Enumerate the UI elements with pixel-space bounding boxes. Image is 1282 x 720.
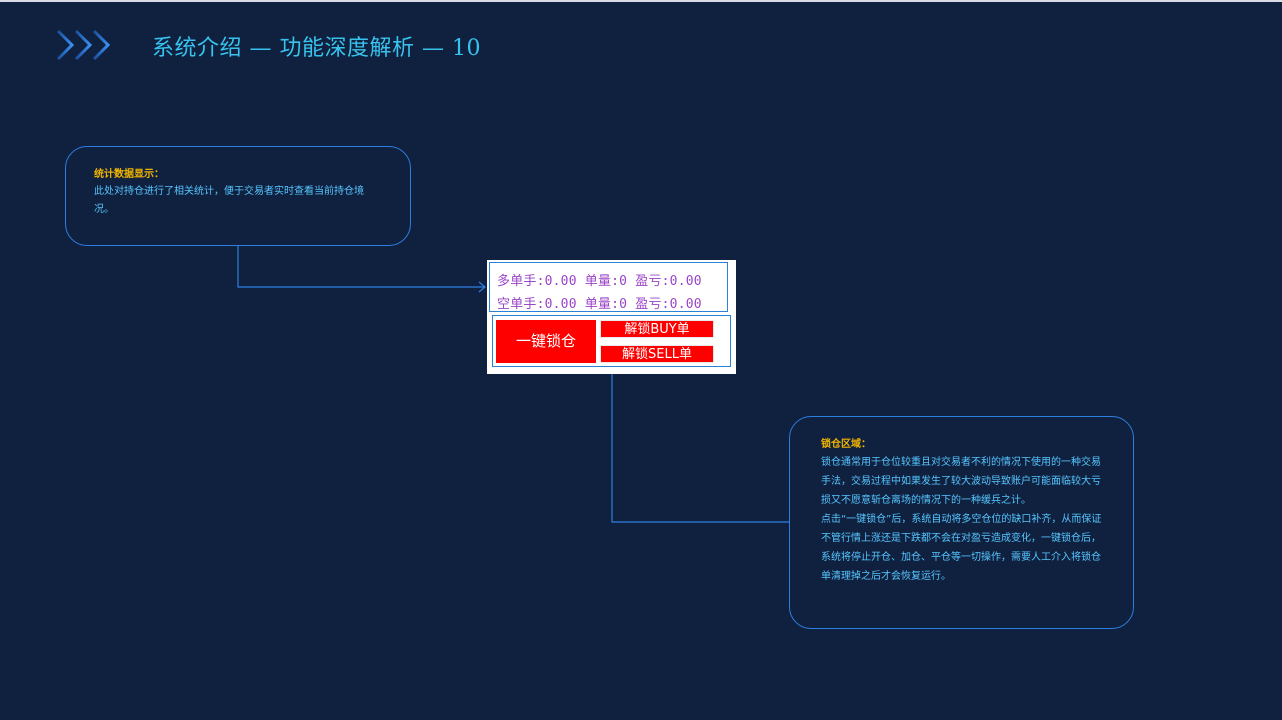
position-stats: 多单手:0.00 单量:0 盈亏:0.00 空单手:0.00 单量:0 盈亏:0… (489, 262, 728, 312)
slide-title: 系统介绍 — 功能深度解析 — 10 (152, 36, 481, 61)
stats-callout-body: 此处对持仓进行了相关统计，便于交易者实时查看当前持仓境况。 (94, 186, 364, 215)
long-position-stats: 多单手:0.00 单量:0 盈亏:0.00 (497, 274, 702, 289)
lock-callout-heading: 锁仓区域： (821, 439, 871, 450)
lock-area: 一键锁仓 解锁BUY单 解锁SELL单 (492, 315, 731, 367)
trading-panel: 多单手:0.00 单量:0 盈亏:0.00 空单手:0.00 单量:0 盈亏:0… (487, 260, 736, 374)
lock-callout: 锁仓区域： 锁仓通常用于仓位较重且对交易者不利的情况下使用的一种交易手法，交易过… (789, 416, 1134, 629)
lock-callout-body: 锁仓通常用于仓位较重且对交易者不利的情况下使用的一种交易手法，交易过程中如果发生… (821, 453, 1103, 586)
unlock-buy-button[interactable]: 解锁BUY单 (600, 320, 714, 338)
lock-callout-paragraph-1: 锁仓通常用于仓位较重且对交易者不利的情况下使用的一种交易手法，交易过程中如果发生… (821, 457, 1101, 506)
short-position-stats: 空单手:0.00 单量:0 盈亏:0.00 (497, 297, 702, 312)
top-edge-line (0, 0, 1282, 2)
lock-callout-paragraph-2: 点击“一键锁仓”后，系统自动将多空仓位的缺口补齐，从而保证不管行情上涨还是下跌都… (821, 514, 1102, 582)
unlock-sell-button[interactable]: 解锁SELL单 (600, 345, 714, 363)
stats-callout: 统计数据显示： 此处对持仓进行了相关统计，便于交易者实时查看当前持仓境况。 (65, 146, 411, 246)
stats-callout-heading: 统计数据显示： (94, 169, 164, 180)
one-click-lock-button[interactable]: 一键锁仓 (496, 320, 596, 363)
chevron-arrows-icon (56, 29, 111, 61)
